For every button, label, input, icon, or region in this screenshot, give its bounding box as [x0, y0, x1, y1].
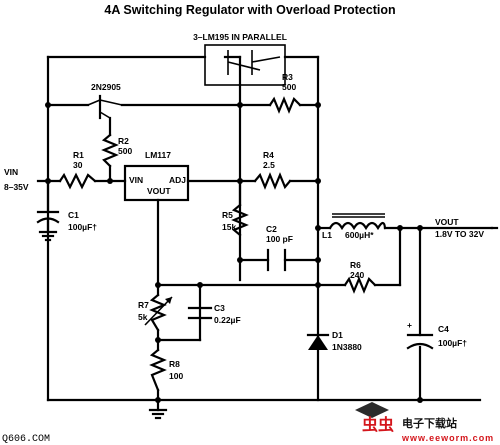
c2-capacitor	[266, 248, 287, 272]
r6-value: 240	[350, 270, 364, 280]
r5-value: 15k	[222, 222, 236, 232]
d1-value: 1N3880	[332, 342, 362, 352]
watermark-logo: 虫虫 电子下载站 www.eeworm.com	[355, 402, 494, 443]
r4-value: 2.5	[263, 160, 275, 170]
r1-value: 30	[73, 160, 83, 170]
c1-name: C1	[68, 210, 79, 220]
r4-name: R4	[263, 150, 274, 160]
r5-resistor	[231, 203, 249, 237]
d1-name: D1	[332, 330, 343, 340]
svg-text:+: +	[407, 320, 412, 330]
watermark-url: www.eeworm.com	[401, 433, 494, 443]
r2-name: R2	[118, 136, 129, 146]
c1-value: 100µF†	[68, 222, 97, 232]
vout-range: 1.8V TO 32V	[435, 229, 484, 239]
c3-name: C3	[214, 303, 225, 313]
lm195-transistor	[204, 44, 286, 87]
2n2905-transistor	[87, 94, 123, 120]
junction-dots	[45, 102, 423, 403]
l1-inductor	[328, 213, 387, 231]
d1-diode	[306, 333, 330, 350]
r7-potentiometer	[149, 293, 167, 332]
wires	[36, 55, 494, 412]
vout-label: VOUT	[435, 217, 459, 227]
r7-value: 5k	[138, 312, 148, 322]
lm117-adj: ADJ	[169, 175, 186, 185]
r6-name: R6	[350, 260, 361, 270]
c3-capacitor	[187, 306, 213, 320]
r4-resistor	[253, 172, 292, 190]
c2-value: 100 pF	[266, 234, 293, 244]
c4-value: 100µF†	[438, 338, 467, 348]
r7-name: R7	[138, 300, 149, 310]
r2-value: 500	[118, 146, 132, 156]
r1-name: R1	[73, 150, 84, 160]
lm117-vout: VOUT	[147, 186, 171, 196]
r3-name: R3	[282, 72, 293, 82]
r3-resistor	[268, 96, 302, 114]
r8-resistor	[149, 348, 167, 392]
l1-name: L1	[322, 230, 332, 240]
ground-symbol	[148, 408, 168, 420]
q-parallel-label: 3–LM195 IN PARALLEL	[193, 32, 287, 42]
r1-resistor	[58, 172, 97, 190]
diagram-title: 4A Switching Regulator with Overload Pro…	[104, 3, 395, 17]
q-2n2905-label: 2N2905	[91, 82, 121, 92]
r8-name: R8	[169, 359, 180, 369]
r6-resistor	[343, 276, 377, 294]
lm117-name: LM117	[145, 150, 171, 160]
r5-name: R5	[222, 210, 233, 220]
c4-capacitor: +	[406, 320, 434, 350]
watermark-brand-text: 电子下载站	[402, 416, 457, 430]
c4-name: C4	[438, 324, 449, 334]
watermark-left: Q606.COM	[2, 434, 50, 445]
l1-value: 600µH*	[345, 230, 374, 240]
lm117-vin: VIN	[129, 175, 143, 185]
r3-value: 500	[282, 82, 296, 92]
watermark-brand: 虫虫	[362, 415, 394, 434]
vin-label: VIN	[4, 167, 18, 177]
c2-name: C2	[266, 224, 277, 234]
c1-capacitor	[36, 210, 60, 242]
r8-value: 100	[169, 371, 183, 381]
c3-value: 0.22µF	[214, 315, 241, 325]
lm117-ic	[123, 164, 190, 202]
vin-range: 8–35V	[4, 182, 29, 192]
r2-resistor	[101, 133, 119, 168]
